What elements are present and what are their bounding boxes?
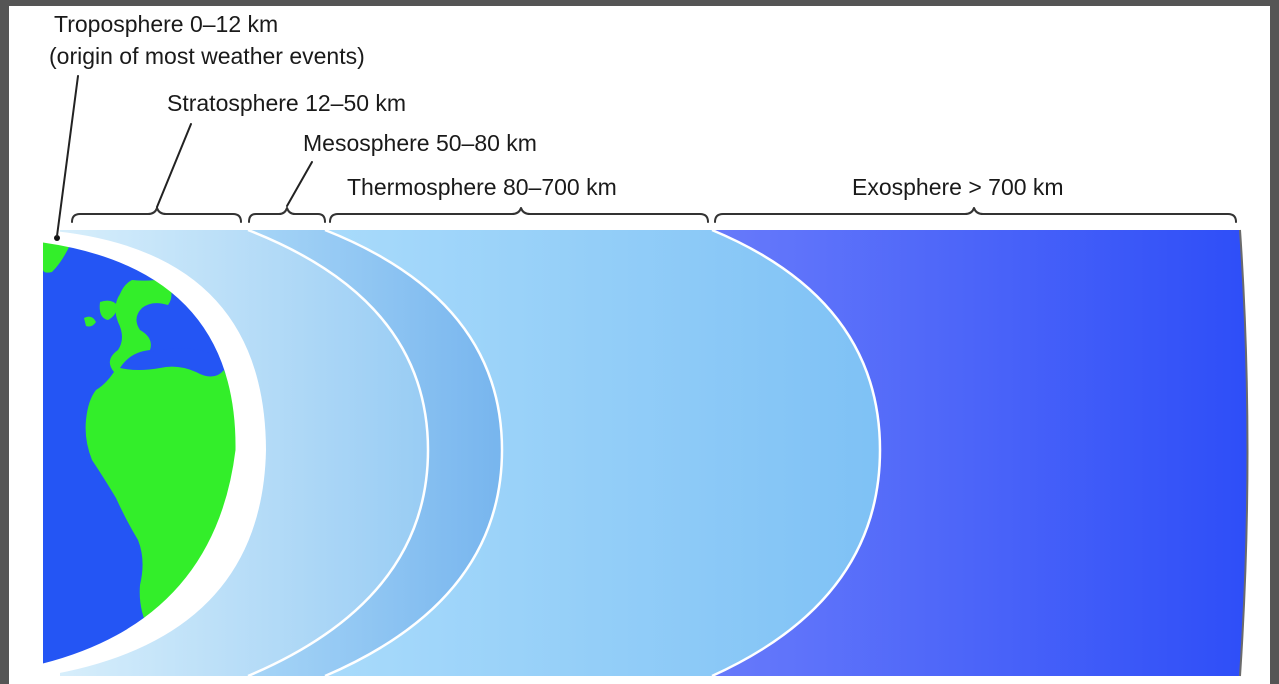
mesosphere-brace (248, 207, 326, 223)
exosphere-outer-edge (1239, 229, 1249, 677)
mesosphere-label: Mesosphere 50–80 km (303, 130, 537, 156)
land-europe-africa (85, 278, 236, 632)
exosphere-label: Exosphere > 700 km (852, 174, 1064, 200)
thermosphere-label: Thermosphere 80–700 km (347, 174, 617, 200)
stratosphere-leader-line (156, 123, 192, 208)
troposphere-marker-dot (54, 235, 60, 241)
stratosphere-brace (71, 207, 242, 223)
mesosphere-leader-line (286, 161, 313, 207)
atmosphere-layers-diagram: Troposphere 0–12 km (origin of most weat… (42, 11, 1249, 678)
thermosphere-outer-boundary (711, 228, 882, 678)
land-greenland (43, 242, 70, 273)
earth-rim (42, 241, 237, 665)
troposphere-leader-line (56, 75, 79, 237)
exosphere-brace (714, 207, 1237, 223)
troposphere-label-line1: Troposphere 0–12 km (54, 11, 278, 37)
diagram-frame: Troposphere 0–12 km (origin of most weat… (9, 6, 1270, 684)
mesosphere-outer-boundary (324, 228, 504, 678)
stratosphere-label: Stratosphere 12–50 km (167, 90, 406, 116)
land-british-isles (99, 300, 118, 320)
ocean-mediterranean (150, 348, 230, 373)
thermosphere-brace (329, 207, 709, 223)
stratosphere-outer-boundary (247, 228, 430, 678)
land-ireland (84, 316, 96, 327)
troposphere-label-line2: (origin of most weather events) (49, 43, 365, 69)
